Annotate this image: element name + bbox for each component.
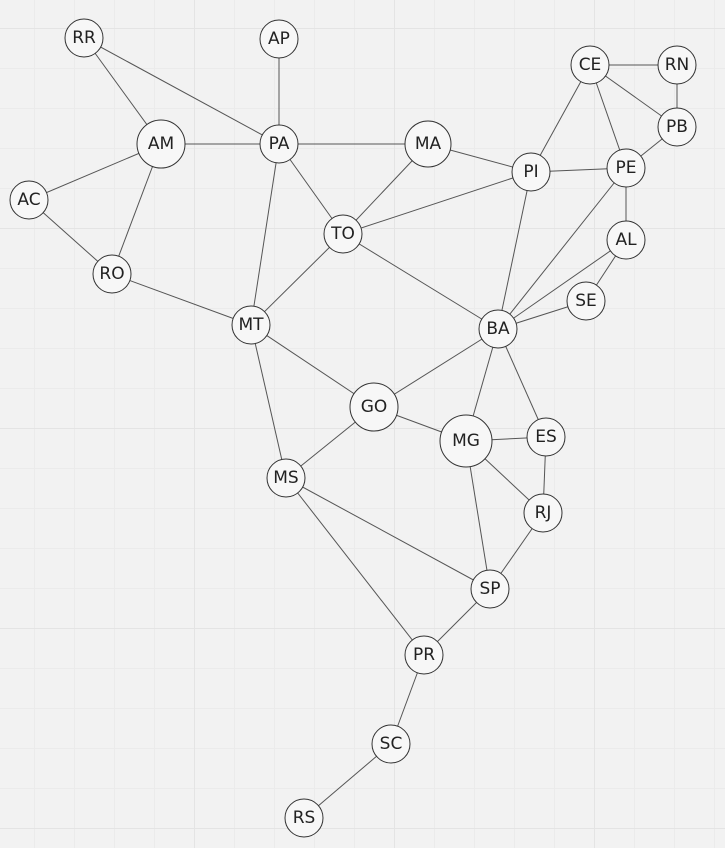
node-ba[interactable]: BA xyxy=(478,309,518,349)
edge-to-pi xyxy=(342,171,532,235)
node-circle xyxy=(511,152,551,192)
node-to[interactable]: TO xyxy=(323,214,363,254)
node-es[interactable]: ES xyxy=(526,417,566,457)
node-label: MT xyxy=(238,315,264,335)
edge-ba-es xyxy=(497,328,547,438)
node-label: RJ xyxy=(535,503,552,523)
node-pe[interactable]: PE xyxy=(606,148,646,188)
node-circle xyxy=(657,107,697,147)
node-circle xyxy=(136,119,186,169)
node-circle xyxy=(349,382,399,432)
node-label: AP xyxy=(268,29,290,49)
node-pi[interactable]: PI xyxy=(511,152,551,192)
node-label: AM xyxy=(148,134,174,154)
node-rr[interactable]: RR xyxy=(64,18,104,58)
edge-pe-ba xyxy=(497,167,627,330)
edge-mt-ms xyxy=(250,324,287,479)
node-circle xyxy=(404,635,444,675)
node-ma[interactable]: MA xyxy=(404,120,452,168)
node-label: BA xyxy=(486,319,510,339)
node-ms[interactable]: MS xyxy=(266,458,306,498)
node-circle xyxy=(526,417,566,457)
node-circle xyxy=(570,45,610,85)
node-label: PB xyxy=(666,117,688,137)
node-circle xyxy=(64,18,104,58)
node-label: SP xyxy=(479,579,500,599)
node-go[interactable]: GO xyxy=(349,382,399,432)
node-label: PE xyxy=(616,158,637,178)
node-rj[interactable]: RJ xyxy=(523,493,563,533)
node-circle xyxy=(478,309,518,349)
node-ce[interactable]: CE xyxy=(570,45,610,85)
node-label: RR xyxy=(72,28,96,48)
edge-pi-ba xyxy=(497,171,532,330)
node-label: PA xyxy=(269,134,290,154)
node-rs[interactable]: RS xyxy=(284,798,324,838)
node-pb[interactable]: PB xyxy=(657,107,697,147)
node-sp[interactable]: SP xyxy=(470,569,510,609)
node-label: RS xyxy=(293,808,316,828)
node-circle xyxy=(259,19,299,59)
node-mg[interactable]: MG xyxy=(439,414,493,468)
edge-rr-pa xyxy=(83,37,280,145)
node-se[interactable]: SE xyxy=(566,281,606,321)
node-label: RN xyxy=(665,55,690,75)
node-label: TO xyxy=(330,224,355,244)
node-circle xyxy=(657,45,697,85)
edge-al-ba xyxy=(497,239,627,330)
node-pr[interactable]: PR xyxy=(404,635,444,675)
node-label: SE xyxy=(575,291,597,311)
node-circle xyxy=(231,305,271,345)
node-ro[interactable]: RO xyxy=(92,254,132,294)
node-pa[interactable]: PA xyxy=(259,124,299,164)
node-label: PR xyxy=(413,645,435,665)
node-circle xyxy=(566,281,606,321)
node-circle xyxy=(439,414,493,468)
node-al[interactable]: AL xyxy=(606,220,646,260)
node-label: RO xyxy=(99,264,124,284)
node-label: MS xyxy=(273,468,298,488)
node-circle xyxy=(523,493,563,533)
node-label: CE xyxy=(579,55,602,75)
node-label: AL xyxy=(615,230,637,250)
node-label: SC xyxy=(380,734,403,754)
node-ac[interactable]: AC xyxy=(9,180,49,220)
edge-mt-go xyxy=(250,324,375,408)
node-circle xyxy=(284,798,324,838)
node-circle xyxy=(323,214,363,254)
edge-pa-mt xyxy=(250,143,280,326)
node-label: MA xyxy=(415,134,442,154)
edge-ms-sp xyxy=(285,477,491,590)
edge-pi-ce xyxy=(530,64,591,173)
node-circle xyxy=(92,254,132,294)
nodes-layer: RR AP AM PA MA AC RO TO MT PI CE RN PB PE AL SE BA GO MG ES… xyxy=(9,18,697,838)
node-rn[interactable]: RN xyxy=(657,45,697,85)
node-circle xyxy=(606,148,646,188)
node-circle xyxy=(371,724,411,764)
node-label: PI xyxy=(523,162,538,182)
node-label: ES xyxy=(535,427,557,447)
node-sc[interactable]: SC xyxy=(371,724,411,764)
node-am[interactable]: AM xyxy=(136,119,186,169)
edge-ro-mt xyxy=(111,273,252,326)
edge-to-mt xyxy=(250,233,344,326)
node-circle xyxy=(259,124,299,164)
edges-layer xyxy=(28,37,678,819)
node-circle xyxy=(606,220,646,260)
edge-ms-pr xyxy=(285,477,425,656)
node-label: MG xyxy=(452,431,480,451)
node-ap[interactable]: AP xyxy=(259,19,299,59)
node-label: GO xyxy=(361,397,388,417)
node-circle xyxy=(470,569,510,609)
node-circle xyxy=(404,120,452,168)
edge-to-ba xyxy=(342,233,499,330)
node-mt[interactable]: MT xyxy=(231,305,271,345)
node-circle xyxy=(266,458,306,498)
node-label: AC xyxy=(17,190,40,210)
node-circle xyxy=(9,180,49,220)
